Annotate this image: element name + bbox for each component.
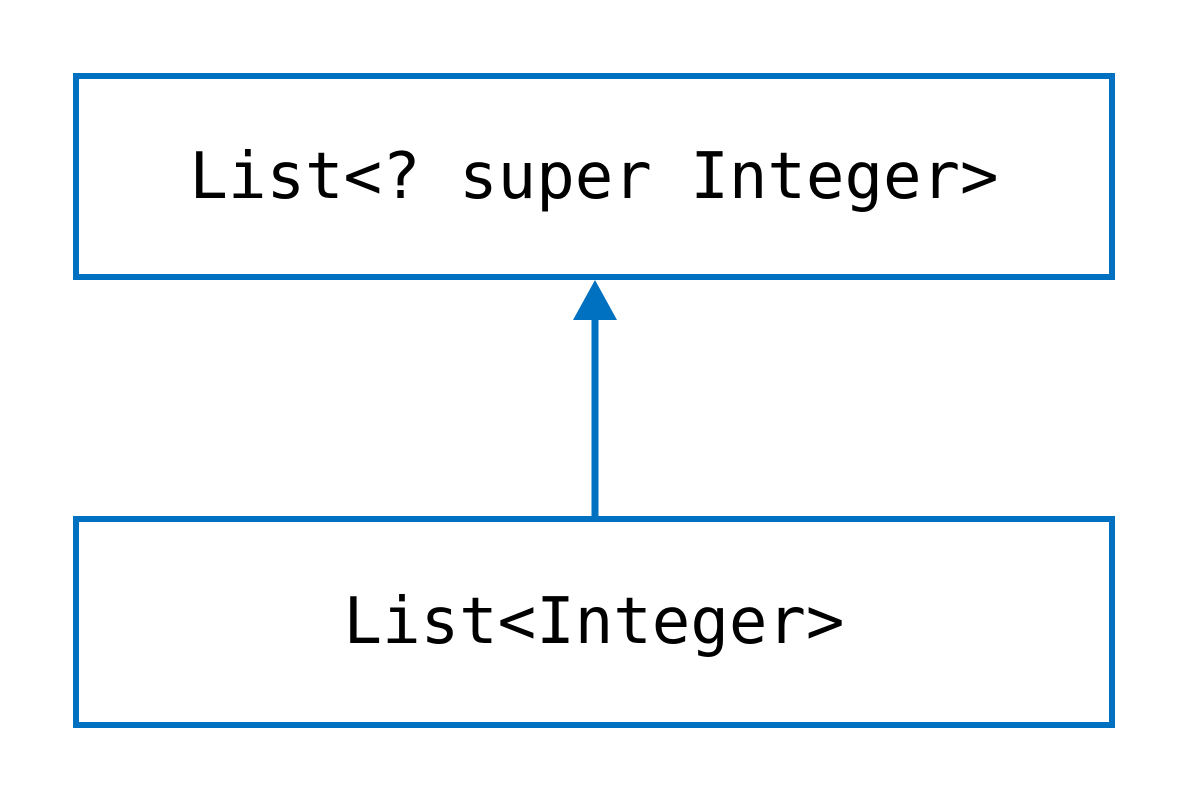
node-super-integer-label: List<? super Integer> — [189, 139, 999, 214]
node-super-integer: List<? super Integer> — [73, 73, 1115, 280]
arrow-shaft — [591, 318, 599, 518]
node-integer: List<Integer> — [73, 516, 1115, 728]
node-integer-label: List<Integer> — [343, 585, 845, 659]
arrowhead-icon — [573, 280, 617, 320]
generalization-arrow — [573, 280, 617, 518]
